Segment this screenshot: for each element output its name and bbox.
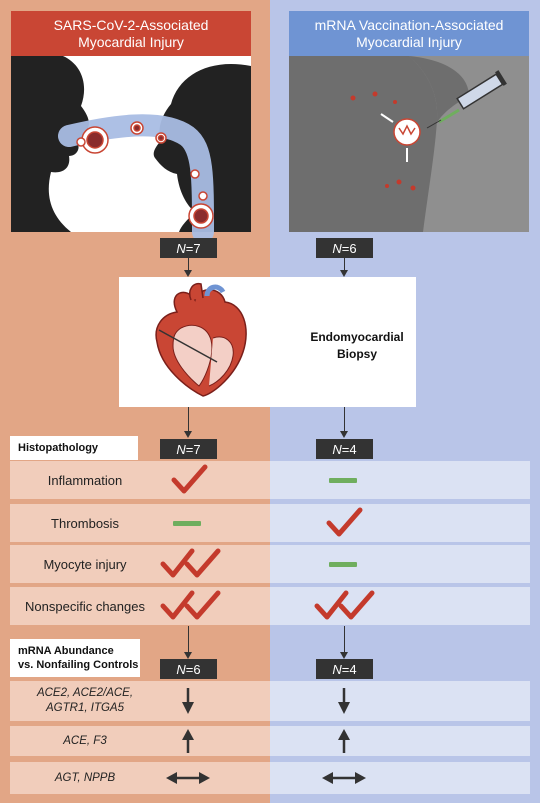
no-finding-dash-icon [173, 521, 201, 526]
gene-label-line1: ACE2, ACE2/ACE, [36, 687, 134, 699]
gene-label: AGT, NPPB [10, 762, 160, 794]
biopsy-label-line1: Endomyocardial [310, 330, 404, 344]
transmission-illustration [11, 56, 251, 243]
sars-cov-2-illustration [11, 56, 251, 243]
double-check-icon [160, 590, 221, 620]
no-finding-dash-icon [329, 478, 357, 483]
histopathology-label: Histopathology [10, 436, 138, 460]
n-value: =7 [185, 240, 201, 256]
arrow-line [344, 626, 345, 652]
virus-icon [190, 169, 200, 179]
arrow-line [188, 258, 189, 270]
n-value: =6 [185, 661, 201, 677]
down-arrow-icon [338, 688, 350, 714]
sars-cov-2-sample-size-top: N=7 [160, 238, 217, 258]
sars-cov-2-histopathology-sample-size: N=7 [160, 439, 217, 459]
mrna-label-line1: mRNA Abundance [18, 645, 114, 657]
left-person-silhouette [11, 56, 89, 232]
vaccination-illustration [289, 56, 529, 232]
gene-label: ACE, F3 [10, 726, 160, 756]
virus-icon [76, 137, 86, 147]
row-label: Inflammation [47, 472, 123, 488]
gene-label-line2: AGTR1, ITGA5 [46, 702, 124, 714]
arrow-line [188, 626, 189, 652]
histopathology-row-thrombosis: Thrombosis [10, 504, 530, 542]
row-label: Myocyte injury [43, 556, 127, 572]
up-arrow-icon [338, 729, 350, 753]
shoulder-silhouette [289, 56, 438, 232]
mrna-row-ace2-group: ACE2, ACE2/ACE, AGTR1, ITGA5 [10, 681, 530, 721]
vaccination-header: mRNA Vaccination-Associated Myocardial I… [289, 11, 529, 56]
histopathology-row-myocyte-injury: Myocyte injury [10, 545, 530, 583]
n-symbol: N [332, 441, 342, 457]
double-check-icon [160, 548, 221, 578]
n-value: =4 [341, 441, 357, 457]
mrna-abundance-label: mRNA Abundance vs. Nonfailing Controls [10, 639, 140, 677]
n-value: =7 [185, 441, 201, 457]
virus-icon [198, 191, 208, 201]
biopsy-label-line2: Biopsy [336, 347, 377, 361]
row-label: Thrombosis [51, 515, 119, 531]
n-symbol: N [332, 240, 342, 256]
syringe-icon [426, 70, 507, 129]
arrow-line [344, 258, 345, 270]
n-symbol: N [332, 661, 342, 677]
no-change-arrow-icon [322, 772, 366, 784]
arrow-head [340, 431, 348, 438]
sars-cov-2-mrna-sample-size: N=6 [160, 659, 217, 679]
n-symbol: N [176, 240, 186, 256]
vaccination-histopathology-sample-size: N=4 [316, 439, 373, 459]
arrow-head [184, 270, 192, 277]
mrna-particle-icon [393, 118, 421, 146]
virus-particles [76, 121, 214, 229]
heart-icon [155, 282, 247, 397]
gene-label-line1: AGT, NPPB [54, 771, 116, 784]
sars-cov-2-header: SARS-CoV-2-Associated Myocardial Injury [11, 11, 251, 56]
biopsy-label: Endomyocardial Biopsy [307, 329, 407, 363]
gene-label: ACE2, ACE2/ACE, AGTR1, ITGA5 [10, 681, 160, 721]
double-check-icon [314, 590, 375, 620]
spike-protein-icons [350, 91, 416, 191]
down-arrow-icon [182, 688, 194, 714]
vaccination-sample-size-top: N=6 [316, 238, 373, 258]
n-symbol: N [176, 441, 186, 457]
arrow-head [340, 652, 348, 659]
sars-cov-2-title-line2: Myocardial Injury [78, 33, 184, 50]
mrna-label-line2: vs. Nonfailing Controls [18, 659, 139, 671]
check-icon [326, 507, 363, 537]
airflow-stream [58, 114, 214, 243]
up-arrow-icon [182, 729, 194, 753]
row-label: Nonspecific changes [25, 598, 145, 614]
gene-label-line1: ACE, F3 [63, 734, 107, 747]
vaccination-mrna-sample-size: N=4 [316, 659, 373, 679]
no-finding-dash-icon [329, 562, 357, 567]
mrna-row-ace-f3: ACE, F3 [10, 726, 530, 756]
n-symbol: N [176, 661, 186, 677]
endomyocardial-biopsy-box: Endomyocardial Biopsy [119, 277, 416, 407]
vaccination-title-line1: mRNA Vaccination-Associated [314, 16, 504, 33]
arrow-head [340, 270, 348, 277]
mrna-row-agt-nppb: AGT, NPPB [10, 762, 530, 794]
n-value: =6 [341, 240, 357, 256]
vaccination-title-line2: Myocardial Injury [356, 33, 462, 50]
n-value: =4 [341, 661, 357, 677]
histopathology-row-inflammation: Inflammation [10, 461, 530, 499]
arrow-head [184, 431, 192, 438]
arrow-line [344, 407, 345, 431]
check-icon [171, 464, 208, 494]
no-change-arrow-icon [166, 772, 210, 784]
sars-cov-2-title-line1: SARS-CoV-2-Associated [53, 16, 209, 33]
vaccination-scene [289, 56, 507, 232]
arrow-line [188, 407, 189, 431]
arrow-head [184, 652, 192, 659]
histopathology-row-nonspecific-changes: Nonspecific changes [10, 587, 530, 625]
